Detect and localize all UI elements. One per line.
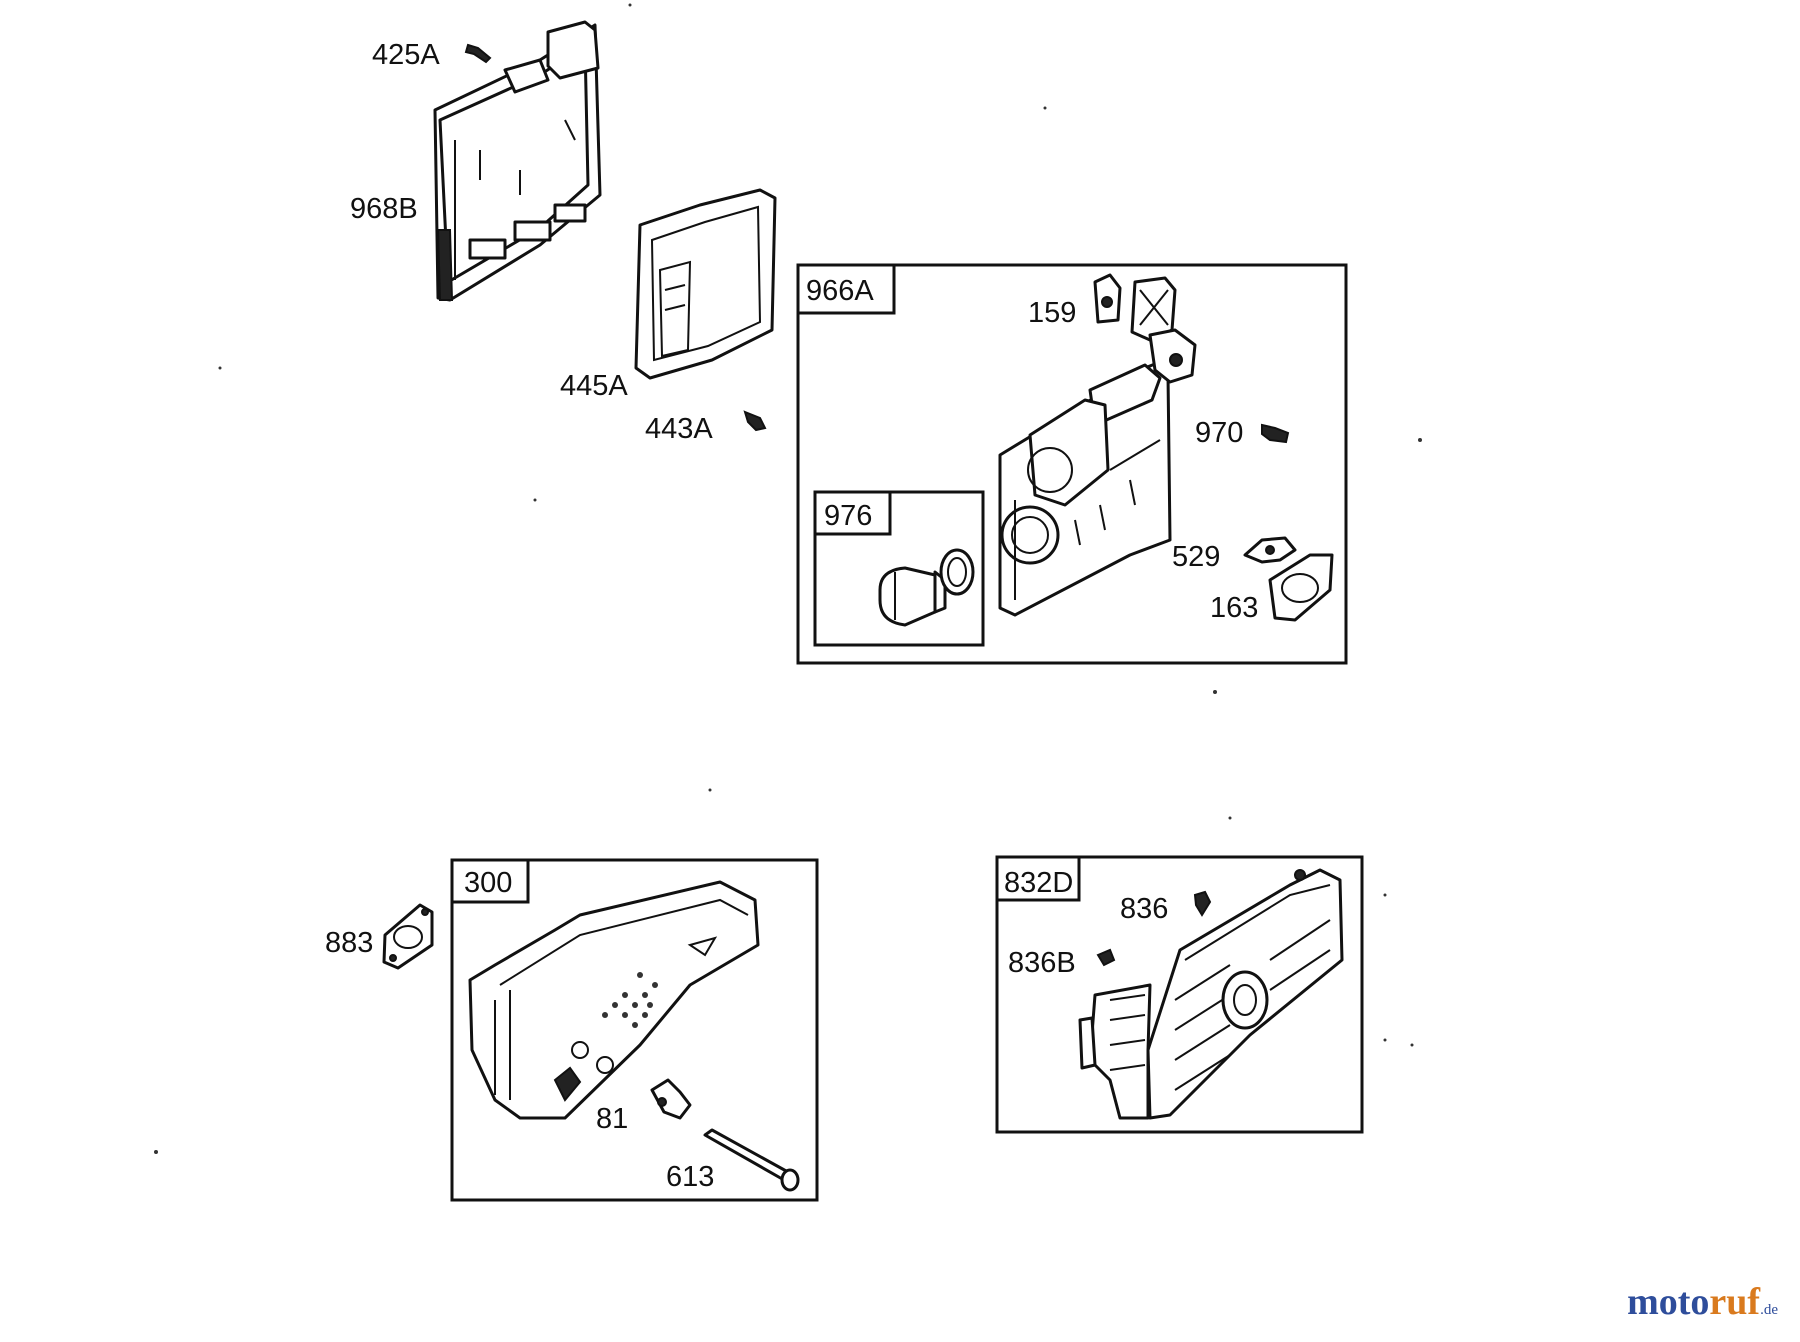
primer-bulb-part bbox=[878, 548, 975, 627]
screw-836b-part bbox=[1096, 948, 1116, 967]
callout-529: 529 bbox=[1172, 541, 1220, 573]
callout-970: 970 bbox=[1195, 417, 1243, 449]
screw-970-part bbox=[1261, 423, 1290, 444]
screw-443a-part bbox=[743, 410, 767, 432]
watermark-brand-part1: moto bbox=[1627, 1281, 1710, 1323]
watermark-brand-part2: ruf bbox=[1709, 1281, 1761, 1323]
callout-613: 613 bbox=[666, 1161, 714, 1193]
watermark-tld: .de bbox=[1760, 1302, 1778, 1318]
callout-81: 81 bbox=[596, 1103, 628, 1135]
bolt-81-part bbox=[650, 1078, 692, 1120]
air-cleaner-cover-part bbox=[433, 20, 602, 302]
kit-832d-box bbox=[995, 855, 1364, 1134]
gasket-163-part bbox=[1268, 553, 1334, 622]
kit-label-976: 976 bbox=[824, 500, 872, 532]
screw-425a-part bbox=[464, 43, 492, 64]
callout-159: 159 bbox=[1028, 297, 1076, 329]
muffler-part bbox=[468, 880, 760, 1120]
bracket-159-part bbox=[1093, 273, 1197, 384]
scan-specks bbox=[154, 3, 1422, 1154]
callout-883: 883 bbox=[325, 927, 373, 959]
muffler-guard-part bbox=[1078, 868, 1344, 1120]
callout-836: 836 bbox=[1120, 893, 1168, 925]
callout-443a: 443A bbox=[645, 413, 713, 445]
kit-label-300: 300 bbox=[464, 867, 512, 899]
callout-445a: 445A bbox=[560, 370, 628, 402]
stud-613-part bbox=[703, 1128, 800, 1192]
air-cleaner-base-part bbox=[998, 360, 1172, 617]
callout-425a: 425A bbox=[372, 39, 440, 71]
callout-836b: 836B bbox=[1008, 947, 1076, 979]
kit-label-966a: 966A bbox=[806, 275, 874, 307]
kit-976-box bbox=[813, 490, 985, 647]
screw-836-part bbox=[1193, 890, 1212, 917]
callout-163: 163 bbox=[1210, 592, 1258, 624]
callout-968b: 968B bbox=[350, 193, 418, 225]
kit-label-832d: 832D bbox=[1004, 867, 1073, 899]
gasket-883-part bbox=[382, 903, 434, 970]
kit-966a-box bbox=[796, 263, 1348, 665]
gasket-529-part bbox=[1243, 536, 1297, 564]
air-filter-part bbox=[634, 188, 777, 380]
watermark-logo: motoruf.de bbox=[1627, 1280, 1778, 1324]
kit-300-box bbox=[450, 858, 819, 1202]
